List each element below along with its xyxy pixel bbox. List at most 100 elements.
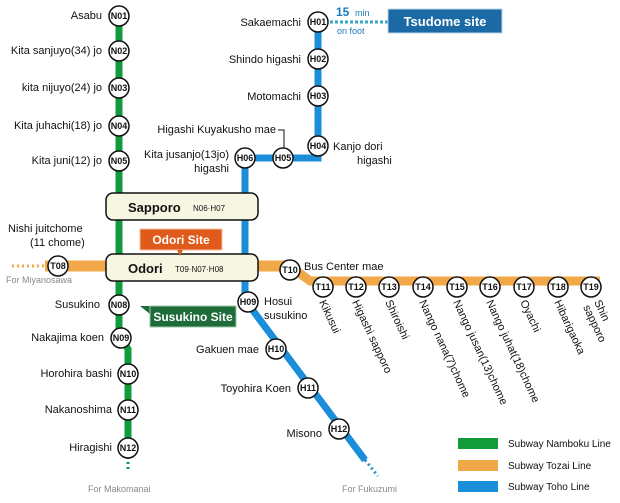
station-h02[interactable]: H02 [307,48,329,70]
station-n03[interactable]: N03 [108,77,130,99]
svg-text:N02: N02 [111,46,128,56]
label-h03: Motomachi [247,91,301,103]
svg-text:T13: T13 [381,282,397,292]
station-h03[interactable]: H03 [307,85,329,107]
station-n12[interactable]: N12 [117,437,139,459]
station-n02[interactable]: N02 [108,40,130,62]
station-t17[interactable]: T17 [513,276,535,298]
station-n05[interactable]: N05 [108,150,130,172]
station-t08[interactable]: T08 [47,255,69,277]
label-h05: Higashi Kuyakusho mae [157,124,276,136]
odori-site-badge[interactable]: Odori Site [139,228,223,256]
svg-text:N10: N10 [120,369,137,379]
label-t08-line1: Nishi juitchome [8,223,83,235]
station-n11[interactable]: N11 [117,399,139,421]
station-h11[interactable]: H11 [297,377,319,399]
svg-text:T12: T12 [348,282,364,292]
hub-sapporo-codes: N06·H07 [193,204,226,213]
tsudome-site-badge[interactable]: Tsudome site [387,8,503,34]
station-n10[interactable]: N10 [117,363,139,385]
svg-text:T14: T14 [415,282,431,292]
svg-text:T19: T19 [583,282,599,292]
susukino-site-label: Susukino Site [153,310,233,324]
hub-sapporo[interactable]: Sapporo N06·H07 [105,192,259,221]
svg-text:N01: N01 [111,11,128,21]
svg-text:H06: H06 [237,153,254,163]
legend-item-tozai: Subway Tozai Line [458,460,592,472]
label-h04-line1: Kanjo dori [333,141,383,153]
label-h12: Misono [287,428,322,440]
svg-text:T08: T08 [50,261,66,271]
svg-text:H04: H04 [310,141,327,151]
label-t11: Kikusui [316,298,342,335]
legend-label-toho: Subway Toho Line [508,482,590,493]
station-t12[interactable]: T12 [345,276,367,298]
svg-text:N11: N11 [120,405,136,415]
label-n04: Kita juhachi(18) jo [14,120,102,132]
label-n03: kita nijuyo(24) jo [22,82,102,94]
svg-text:N03: N03 [111,83,128,93]
station-n01[interactable]: N01 [108,5,130,27]
label-n01: Asabu [71,10,102,22]
odori-site-label: Odori Site [152,233,210,247]
legend-label-tozai: Subway Tozai Line [508,461,592,472]
station-n04[interactable]: N04 [108,115,130,137]
direction-fukuzumi: For Fukuzumi [342,484,397,494]
station-t13[interactable]: T13 [378,276,400,298]
svg-text:N04: N04 [111,121,128,131]
walk-note: on foot [337,26,365,36]
station-t19[interactable]: T19 [580,276,602,298]
station-t10[interactable]: T10 [279,259,301,281]
svg-text:T10: T10 [282,265,298,275]
tsudome-site-label: Tsudome site [404,14,487,29]
svg-text:H12: H12 [331,424,348,434]
svg-text:H05: H05 [275,153,292,163]
label-n10: Horohira bashi [40,368,112,380]
walk-minutes: 15 [336,5,350,19]
label-h01: Sakaemachi [240,17,301,29]
station-t18[interactable]: T18 [547,276,569,298]
station-n09[interactable]: N09 [110,327,132,349]
svg-text:T17: T17 [516,282,532,292]
svg-text:H03: H03 [310,91,327,101]
label-t08-line2: (11 chome) [30,237,85,249]
susukino-site-badge[interactable]: Susukino Site [140,305,237,328]
station-h05[interactable]: H05 [272,147,294,169]
station-h04[interactable]: H04 [307,135,329,157]
legend-label-namboku: Subway Namboku Line [508,439,611,450]
direction-makomanai: For Makomanai [88,484,151,494]
station-n08[interactable]: N08 [108,294,130,316]
legend-item-namboku: Subway Namboku Line [458,438,611,450]
label-h06-line2: higashi [194,163,229,175]
station-t11[interactable]: T11 [312,276,334,298]
svg-text:N12: N12 [120,443,137,453]
label-h11: Toyohira Koen [221,383,291,395]
label-h04-line2: higashi [357,155,392,167]
label-h09-line2: susukino [264,310,307,322]
station-t16[interactable]: T16 [479,276,501,298]
station-h06[interactable]: H06 [234,147,256,169]
station-h12[interactable]: H12 [328,418,350,440]
station-h10[interactable]: H10 [265,338,287,360]
station-h01[interactable]: H01 [307,11,329,33]
station-t14[interactable]: T14 [412,276,434,298]
label-n02: Kita sanjuyo(34) jo [11,45,102,57]
label-t13: Shiroishi [382,298,411,341]
label-n05: Kita juni(12) jo [32,155,102,167]
hub-odori[interactable]: Odori T09·N07·H08 [105,253,259,282]
svg-text:N08: N08 [111,300,128,310]
station-t15[interactable]: T15 [446,276,468,298]
svg-text:H01: H01 [310,17,327,27]
direction-miyanosawa: For Miyanosawa [6,275,72,285]
station-h09[interactable]: H09 [237,291,259,313]
stations: N01 N02 N03 N04 N05 N08 N09 N10 N11 N12 … [47,5,602,459]
svg-text:H09: H09 [240,297,257,307]
walk-unit: min [355,8,370,18]
label-h10: Gakuen mae [196,344,259,356]
svg-text:N05: N05 [111,156,128,166]
legend-item-toho: Subway Toho Line [458,481,590,493]
svg-text:H11: H11 [300,383,316,393]
label-h09-line1: Hosui [264,296,292,308]
label-n09: Nakajima koen [31,332,104,344]
